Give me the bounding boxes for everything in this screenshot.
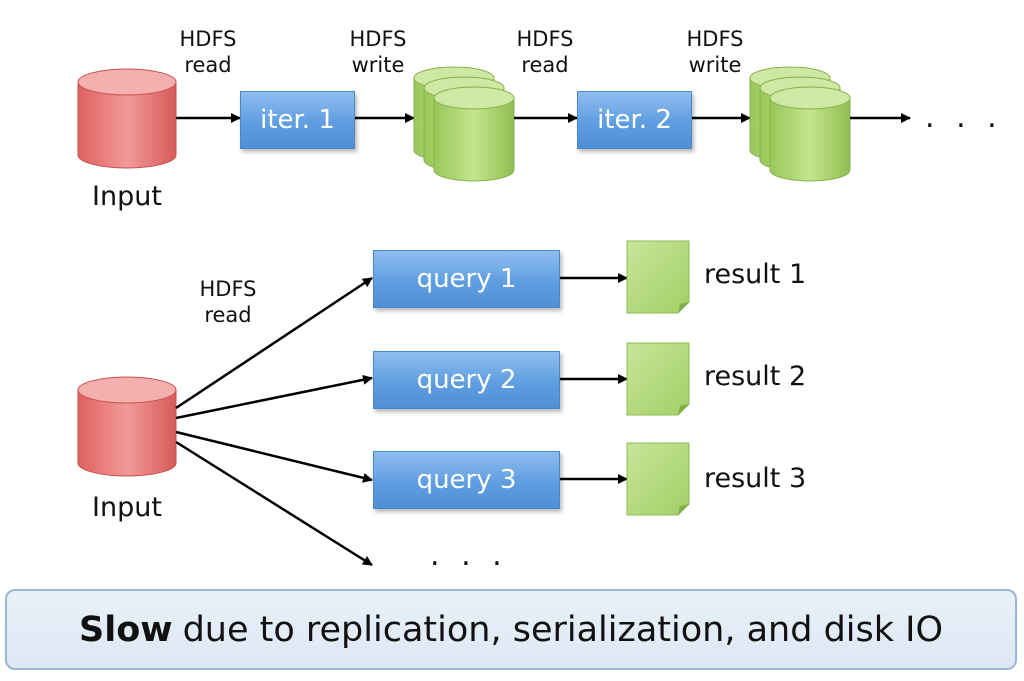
edge-label-line: read [184,53,232,78]
result-doc-3 [626,442,690,516]
summary-banner: Slow due to replication, serialization, … [5,589,1017,670]
edge-label-line: write [351,53,405,78]
arrow-to-query-1 [175,276,373,410]
edge-label-hdfs-read-2: HDFS read [500,26,590,79]
result-label-1: result 1 [704,259,807,290]
edge-label-line: write [688,53,742,78]
input-database-bottom [77,376,177,477]
storage-stack-1 [413,66,515,182]
banner-text: due to replication, serialization, and d… [182,609,944,650]
iteration-box-1: iter. 1 [240,91,355,149]
ellipsis-bottom: . . . [430,538,508,573]
input-label-bottom: Input [92,492,162,523]
arrow-to-more-queries [175,440,373,567]
iteration-box-2: iter. 2 [577,91,692,149]
query-box-3: query 3 [373,451,560,509]
arrow-to-query-3 [175,430,373,483]
result-doc-1 [626,240,690,314]
arrow-to-query-2 [175,374,373,420]
edge-label-line: HDFS [179,27,237,51]
banner-bold-text: Slow [78,609,173,650]
query-box-1: query 1 [373,250,560,308]
edge-label-line: read [521,53,569,78]
edge-label-hdfs-write-1: HDFS write [333,26,423,79]
edge-label-hdfs-write-2: HDFS write [670,26,760,79]
edge-label-line: read [204,303,252,328]
storage-stack-2 [749,66,851,182]
edge-label-line: HDFS [199,277,257,301]
edge-label-hdfs-read-1: HDFS read [163,26,253,79]
input-database-top [77,68,177,169]
result-doc-2 [626,342,690,416]
result-label-2: result 2 [704,361,807,392]
edge-label-line: HDFS [686,27,744,51]
query-box-2: query 2 [373,351,560,409]
edge-label-line: HDFS [349,27,407,51]
ellipsis-top: . . . [925,100,1003,135]
input-label-top: Input [92,181,162,212]
edge-label-hdfs-read-bottom: HDFS read [183,276,273,329]
edge-label-line: HDFS [516,27,574,51]
result-label-3: result 3 [704,463,807,494]
